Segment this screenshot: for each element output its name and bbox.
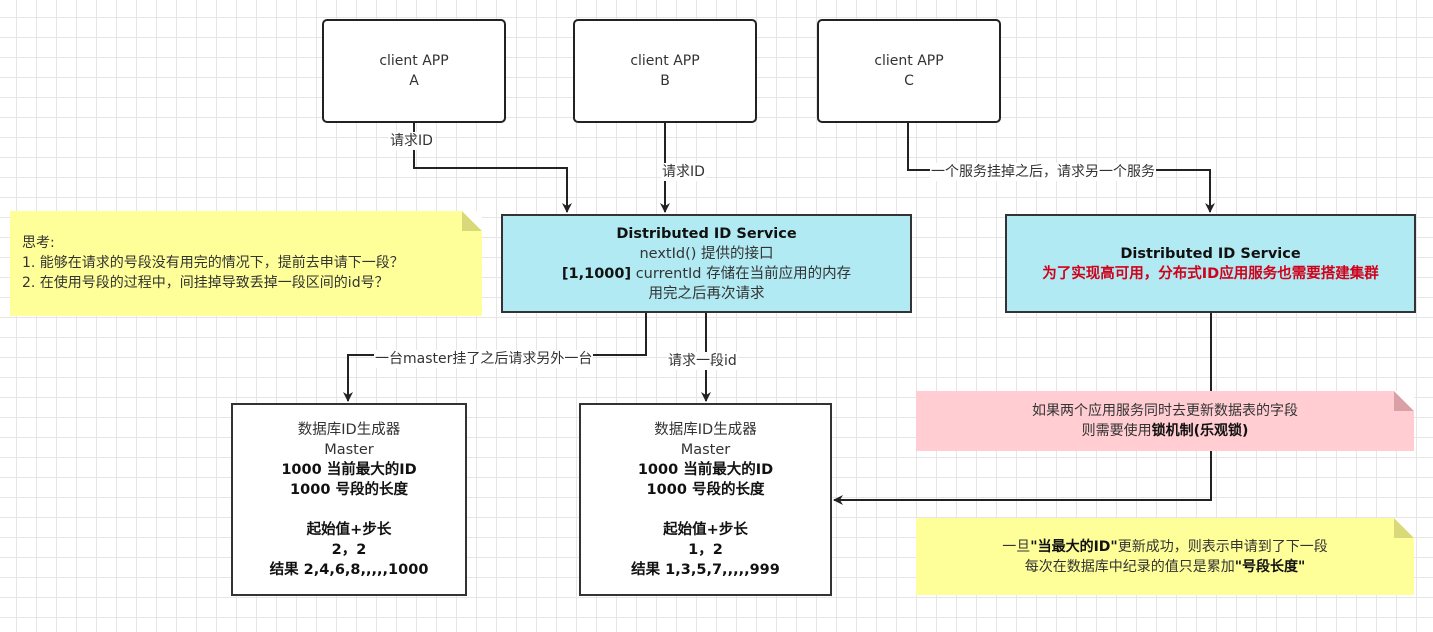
- db-start-step-value: 1，2: [688, 541, 723, 558]
- db-max-id: 1000 当前最大的ID: [637, 461, 774, 478]
- note-thinking-title: 思考:: [22, 235, 55, 251]
- client-app-label: client APP: [874, 53, 944, 69]
- distributed-id-service-backup[interactable]: Distributed ID Service 为了实现高可用，分布式ID应用服务…: [1005, 214, 1416, 313]
- db-segment-length: 1000 号段的长度: [646, 481, 765, 498]
- service-memory-line: [1,1000] currentId 存储在当前应用的内存: [562, 264, 851, 284]
- note-lock-prefix: 则需要使用: [1081, 423, 1152, 439]
- db-role: Master: [324, 441, 374, 458]
- db-start-step-value: 2，2: [331, 541, 367, 558]
- note-fold-icon: [462, 211, 482, 231]
- db-result: 结果 1,3,5,7,,,,,999: [631, 561, 780, 578]
- client-app-label: client APP: [379, 53, 449, 69]
- note-update-line-2: 每次在数据库中纪录的值只是累加"号段长度": [916, 557, 1414, 577]
- note-lock-line-2: 则需要使用锁机制(乐观锁): [916, 421, 1414, 441]
- backup-service-title: Distributed ID Service: [1120, 245, 1301, 262]
- edge-label-request-segment: 请求一段id: [667, 352, 738, 370]
- db-segment-length: 1000 号段的长度: [290, 481, 408, 498]
- note-lock-mechanism: 锁机制(乐观锁): [1151, 423, 1249, 439]
- client-app-id: B: [660, 73, 670, 89]
- client-app-id: A: [409, 73, 419, 89]
- client-app-a[interactable]: client APP A: [322, 19, 506, 123]
- note-update-prefix-2: 每次在数据库中纪录的值只是累加: [1024, 559, 1235, 575]
- client-app-label: client APP: [630, 53, 700, 69]
- service-interface-line: nextId() 提供的接口: [639, 245, 774, 262]
- client-app-c[interactable]: client APP C: [817, 19, 1001, 123]
- edge-label-master-failover: 一台master挂了之后请求另外一台: [374, 350, 594, 368]
- db-id-generator-right[interactable]: 数据库ID生成器 Master 1000 当前最大的ID 1000 号段的长度 …: [579, 403, 832, 596]
- service-memory-text: currentId 存储在当前应用的内存: [631, 265, 852, 282]
- client-app-id: C: [904, 73, 914, 89]
- edge-client-a-to-service: [413, 123, 572, 213]
- note-segment-update: 一旦"当最大的ID"更新成功，则表示申请到了下一段 每次在数据库中纪录的值只是累…: [916, 518, 1414, 595]
- note-update-max-id: "当最大的ID": [1030, 539, 1118, 555]
- note-update-prefix: 一旦: [1002, 539, 1031, 555]
- note-thinking-question-1: 1. 能够在请求的号段没有用完的情况下，提前去申请下一段？: [22, 255, 404, 271]
- edge-backup-to-db-right: [833, 312, 1212, 505]
- service-range: [1,1000]: [561, 265, 632, 282]
- db-max-id: 1000 当前最大的ID: [281, 461, 417, 478]
- edge-label-a-request: 请求ID: [389, 132, 434, 150]
- note-update-rest: 更新成功，则表示申请到了下一段: [1117, 539, 1328, 555]
- note-fold-icon: [1394, 518, 1414, 538]
- note-thinking-question-2: 2. 在使用号段的过程中，间挂掉导致丢掉一段区间的id号？: [22, 275, 389, 291]
- db-role: Master: [680, 441, 731, 458]
- db-start-step-label: 起始值+步长: [306, 521, 392, 538]
- service-title: Distributed ID Service: [616, 225, 797, 242]
- note-fold-icon: [1394, 391, 1414, 411]
- db-result: 结果 2,4,6,8,,,,,1000: [269, 561, 429, 578]
- note-lock-line-1: 如果两个应用服务同时去更新数据表的字段: [1032, 403, 1298, 419]
- edge-label-c-failover: 一个服务挂掉之后，请求另一个服务: [930, 163, 1156, 181]
- db-name: 数据库ID生成器: [654, 421, 757, 438]
- distributed-id-service-main[interactable]: Distributed ID Service nextId() 提供的接口 [1…: [501, 214, 912, 313]
- note-thinking: 思考: 1. 能够在请求的号段没有用完的情况下，提前去申请下一段？ 2. 在使用…: [10, 211, 482, 316]
- db-id-generator-left[interactable]: 数据库ID生成器 Master 1000 当前最大的ID 1000 号段的长度 …: [231, 403, 467, 596]
- backup-service-subtitle: 为了实现高可用，分布式ID应用服务也需要搭建集群: [1042, 265, 1379, 282]
- note-update-segment-length: "号段长度": [1234, 559, 1306, 575]
- note-optimistic-lock: 如果两个应用服务同时去更新数据表的字段 则需要使用锁机制(乐观锁): [916, 391, 1414, 451]
- edge-label-b-request: 请求ID: [661, 163, 706, 181]
- db-name: 数据库ID生成器: [297, 421, 401, 438]
- note-update-line-1: 一旦"当最大的ID"更新成功，则表示申请到了下一段: [916, 537, 1414, 557]
- service-rerequest-line: 用完之后再次请求: [648, 285, 765, 302]
- db-start-step-label: 起始值+步长: [663, 521, 748, 538]
- client-app-b[interactable]: client APP B: [573, 19, 757, 123]
